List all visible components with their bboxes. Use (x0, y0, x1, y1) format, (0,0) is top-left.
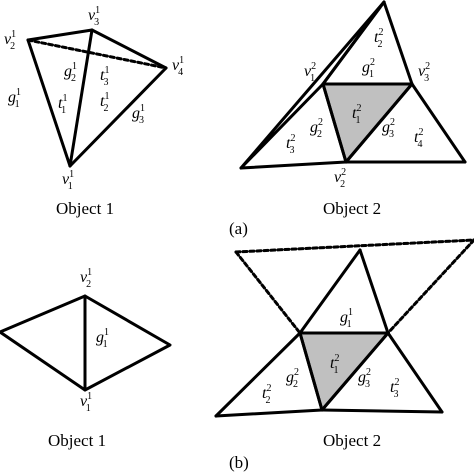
part-a-label: (a) (229, 219, 248, 238)
a-object2-caption: Object 2 (323, 199, 381, 218)
b-object2-mesh (214, 238, 474, 418)
hidden-edge (234, 250, 302, 335)
b-object1-caption: Object 1 (48, 431, 106, 450)
a-object1-mesh (26, 28, 168, 168)
edge (320, 331, 390, 412)
edge (358, 248, 390, 335)
edge (386, 331, 444, 414)
hidden-edge (386, 238, 474, 335)
edge (239, 160, 348, 170)
edge (344, 82, 414, 164)
edge (68, 66, 168, 168)
part-b-label: (b) (229, 453, 249, 472)
edge (321, 82, 348, 164)
hidden-edge (26, 38, 168, 70)
edge (90, 28, 168, 70)
b-object1-mesh (0, 294, 172, 392)
shaded-face (321, 82, 414, 164)
edge (214, 331, 302, 418)
edge (298, 248, 362, 335)
a-object1-caption: Object 1 (56, 199, 114, 218)
b-object2-caption: Object 2 (323, 431, 381, 450)
edge (26, 38, 72, 168)
a-object2-mesh (239, 0, 467, 170)
edge (26, 28, 94, 42)
edge (382, 0, 414, 86)
edge (298, 331, 324, 412)
outline (0, 294, 172, 392)
edge (410, 82, 467, 164)
hidden-edge (234, 238, 474, 254)
shaded-face (298, 331, 390, 412)
edge (214, 408, 324, 418)
edge (321, 0, 386, 86)
edge (320, 408, 444, 414)
